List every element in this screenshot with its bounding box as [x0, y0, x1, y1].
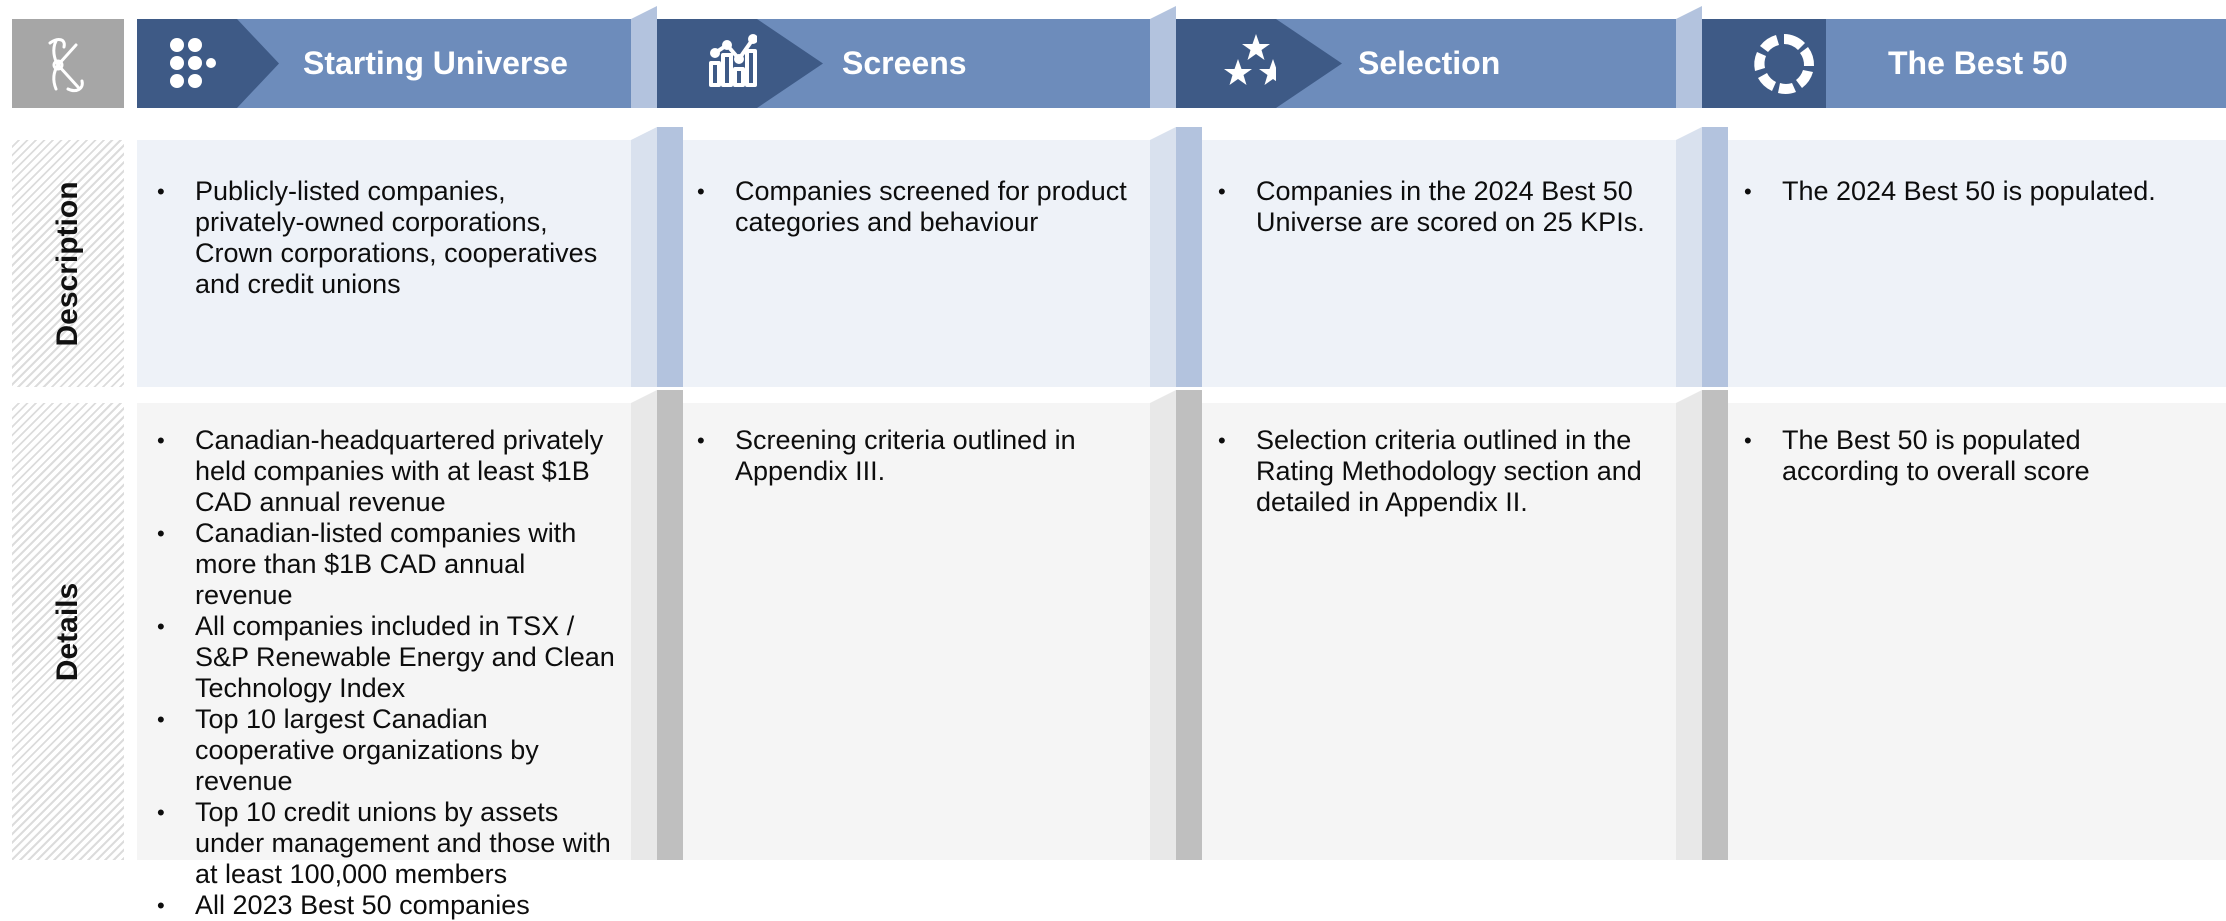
description-list-4: The 2024 Best 50 is populated. — [1744, 176, 2224, 207]
details-list-2: Screening criteria outlined in Appendix … — [697, 425, 1137, 487]
row-label-description-panel: Description — [12, 140, 124, 387]
stage-2-chevron — [757, 19, 1150, 108]
stage-4-chevron — [1826, 19, 2226, 108]
description-list-1: Publicly-listed companies, privately-own… — [157, 176, 617, 300]
stars-icon — [1224, 34, 1276, 85]
ornate-k-logo-icon — [48, 38, 84, 93]
list-item: Canadian-headquartered privately held co… — [157, 425, 627, 518]
details-list-4: The Best 50 is populated according to ov… — [1744, 425, 2144, 487]
description-list-3: Companies in the 2024 Best 50 Universe a… — [1218, 176, 1668, 238]
connector-3-description — [1676, 127, 1728, 387]
connector-2-header — [1150, 6, 1176, 108]
connector-3-header — [1676, 6, 1702, 108]
stage-1-chevron — [237, 19, 631, 108]
connector-1-details — [631, 390, 683, 860]
line-chart-icon — [709, 34, 757, 87]
connector-2-description — [1150, 127, 1202, 387]
description-list-2: Companies screened for product categorie… — [697, 176, 1137, 238]
details-cell-4: The Best 50 is populated according to ov… — [1728, 403, 2226, 860]
connector-2-details — [1150, 390, 1202, 860]
stage-4-icon-block — [1702, 19, 1826, 108]
stage-2-icon-block — [657, 19, 757, 108]
logo — [12, 19, 124, 108]
list-item: Screening criteria outlined in Appendix … — [697, 425, 1137, 487]
list-item: The Best 50 is populated according to ov… — [1744, 425, 2144, 487]
connector-3-details — [1676, 390, 1728, 860]
details-cell-1: Canadian-headquartered privately held co… — [137, 403, 631, 921]
stage-4-title: The Best 50 — [1888, 45, 2068, 81]
list-item: Canadian-listed companies with more than… — [157, 518, 627, 611]
list-item: The 2024 Best 50 is populated. — [1744, 176, 2224, 207]
stage-1-title: Starting Universe — [303, 45, 568, 81]
stage-1-icon-block — [137, 19, 237, 108]
row-label-description: Description — [51, 180, 84, 347]
stage-3-icon-block — [1176, 19, 1276, 108]
list-item: Companies screened for product categorie… — [697, 176, 1137, 238]
stage-2-title: Screens — [842, 45, 967, 81]
list-item: Publicly-listed companies, privately-own… — [157, 176, 617, 300]
ring-icon — [1754, 34, 1815, 94]
list-item: Companies in the 2024 Best 50 Universe a… — [1218, 176, 1668, 238]
details-cell-3: Selection criteria outlined in the Ratin… — [1202, 403, 1676, 860]
list-item: Selection criteria outlined in the Ratin… — [1218, 425, 1648, 518]
stage-4-arrow-tip — [1826, 19, 1866, 108]
details-list-1: Canadian-headquartered privately held co… — [157, 425, 627, 921]
connector-1-description — [631, 127, 683, 387]
details-cell-2: Screening criteria outlined in Appendix … — [683, 403, 1150, 860]
description-cell-2: Companies screened for product categorie… — [683, 140, 1150, 387]
list-item: Top 10 credit unions by assets under man… — [157, 797, 627, 890]
row-label-details: Details — [51, 582, 84, 681]
stage-3-chevron — [1276, 19, 1676, 108]
stage-3-title: Selection — [1358, 45, 1501, 81]
connector-1-header — [631, 6, 657, 108]
description-cell-3: Companies in the 2024 Best 50 Universe a… — [1202, 140, 1676, 387]
description-cell-4: The 2024 Best 50 is populated. — [1728, 140, 2226, 387]
details-list-3: Selection criteria outlined in the Ratin… — [1218, 425, 1648, 518]
list-item: Top 10 largest Canadian cooperative orga… — [157, 704, 627, 797]
list-item: All companies included in TSX / S&P Rene… — [157, 611, 627, 704]
description-cell-1: Publicly-listed companies, privately-own… — [137, 140, 631, 387]
dots-grid-icon — [170, 38, 216, 88]
row-label-details-panel: Details — [12, 403, 124, 860]
list-item: All 2023 Best 50 companies — [157, 890, 627, 921]
